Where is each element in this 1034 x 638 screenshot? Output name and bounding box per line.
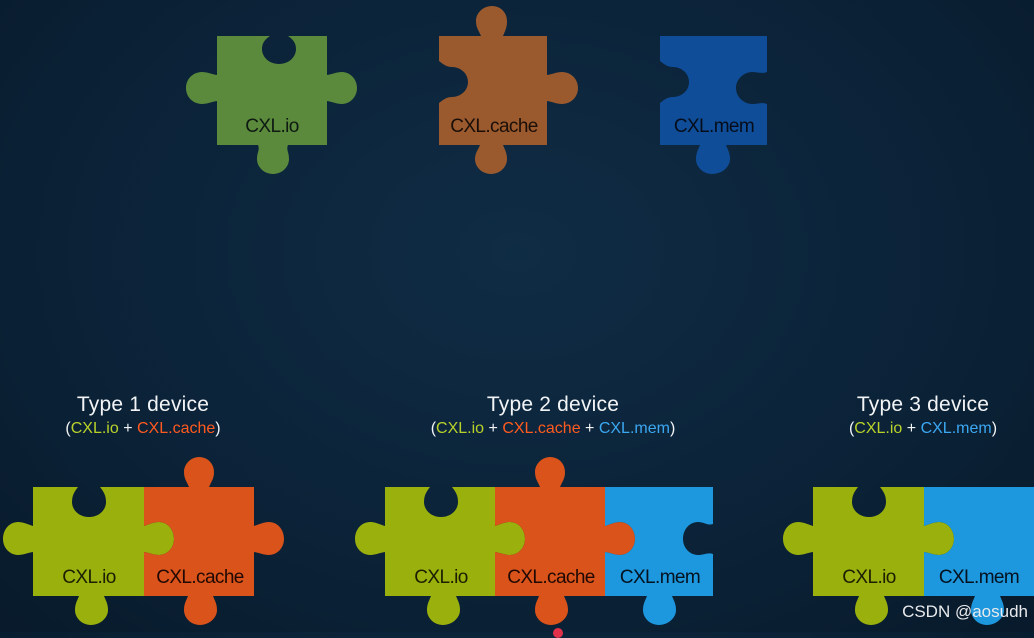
type1-title: Type 1 device	[77, 393, 209, 417]
type3-plus: +	[902, 420, 920, 437]
top-piece-cxl-mem-shape	[660, 36, 767, 174]
type1-close-paren: )	[215, 420, 220, 437]
top-piece-cxl-cache-shape	[439, 6, 578, 174]
top-piece-cxl-io-label: CXL.io	[245, 116, 298, 137]
type2-cache-text: CXL.cache	[502, 420, 580, 437]
top-piece-cxl-io: CXL.io	[186, 36, 357, 174]
top-piece-cxl-mem-label: CXL.mem	[674, 116, 754, 137]
top-piece-cxl-cache-label: CXL.cache	[450, 116, 538, 137]
type3-piece-mem-label: CXL.mem	[939, 567, 1019, 588]
type3-close-paren: )	[992, 420, 997, 437]
type1-subtitle: (CXL.io + CXL.cache)	[65, 420, 220, 438]
type3-piece-io-label: CXL.io	[842, 567, 895, 588]
top-piece-cxl-mem: CXL.mem	[660, 36, 767, 174]
type2-piece-io-label: CXL.io	[414, 567, 467, 588]
type2-plus-1: +	[484, 420, 502, 437]
type3-title: Type 3 device	[857, 393, 989, 417]
type2-title: Type 2 device	[487, 393, 619, 417]
type2-piece-cache-label: CXL.cache	[507, 567, 595, 588]
type2-piece-mem-label: CXL.mem	[620, 567, 700, 588]
type1-io-text: CXL.io	[71, 420, 119, 437]
top-piece-cxl-io-shape	[186, 36, 357, 174]
type1-piece-cache-label: CXL.cache	[156, 567, 244, 588]
type3-io-text: CXL.io	[854, 420, 902, 437]
type3-mem-text: CXL.mem	[921, 420, 992, 437]
type2-close-paren: )	[670, 420, 675, 437]
type2-subtitle: (CXL.io + CXL.cache + CXL.mem)	[431, 420, 676, 438]
type2-mem-text: CXL.mem	[599, 420, 670, 437]
type1-piece-io-label: CXL.io	[62, 567, 115, 588]
top-piece-cxl-cache: CXL.cache	[439, 6, 578, 174]
type2-io-text: CXL.io	[436, 420, 484, 437]
red-dot-marker	[553, 628, 563, 638]
type2-piece-mem-shape	[605, 487, 713, 625]
type2-piece-mem: CXL.mem	[605, 487, 713, 625]
type3-subtitle: (CXL.io + CXL.mem)	[849, 420, 997, 438]
csdn-watermark: CSDN @aosudh	[902, 602, 1028, 622]
type1-plus: +	[119, 420, 137, 437]
type1-cache-text: CXL.cache	[137, 420, 215, 437]
type2-plus-2: +	[581, 420, 599, 437]
